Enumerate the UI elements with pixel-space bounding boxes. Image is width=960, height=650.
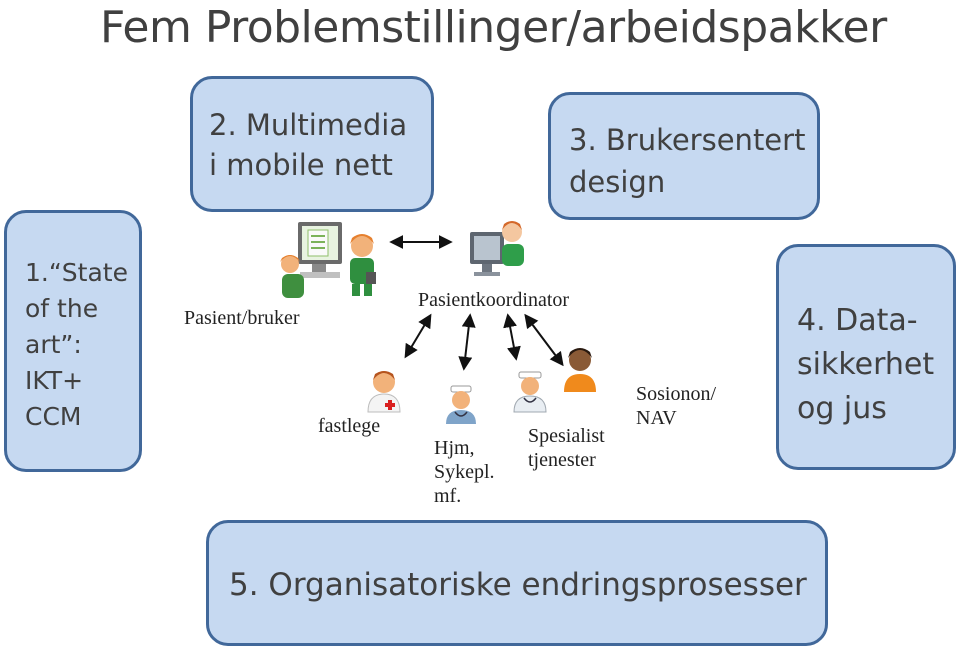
arrow-coordinator-hjm: [458, 313, 476, 371]
box-multimedia: 2. Multimedia i mobile nett: [190, 76, 434, 212]
box-brukersentert-label: 3. Brukersentert design: [569, 123, 806, 199]
box-brukersentert-design: 3. Brukersentert design: [548, 92, 820, 220]
box-organisatoriske-label: 5. Organisatoriske endringsprosesser: [229, 567, 807, 603]
label-pasientkoordinator: Pasientkoordinator: [418, 289, 570, 311]
box-organisatoriske: 5. Organisatoriske endringsprosesser: [206, 520, 828, 646]
coordinator-at-computer-icon: [470, 221, 524, 276]
patient-at-computer-icon: [280, 222, 376, 298]
box-datasikkerhet: 4. Data- sikkerhet og jus: [776, 244, 956, 470]
arrow-coordinator-sosionon: [524, 313, 564, 367]
page-title: Fem Problemstillinger/arbeidspakker: [100, 2, 887, 53]
arrow-coordinator-spesialist: [503, 313, 521, 361]
social-worker-icon: [564, 348, 596, 392]
box-state-of-the-art-label: 1.“State of the art”: IKT+ CCM: [25, 258, 128, 431]
label-hjm-sykepl: Hjm, Sykepl. mf.: [434, 437, 495, 507]
label-fastlege: fastlege: [318, 415, 381, 437]
box-datasikkerhet-label: 4. Data- sikkerhet og jus: [797, 303, 935, 426]
arrow-coordinator-fastlege: [404, 313, 432, 359]
box-state-of-the-art: 1.“State of the art”: IKT+ CCM: [4, 210, 142, 472]
nurse-icon: [446, 385, 476, 424]
label-spesialist-tjenester: Spesialist tjenester: [528, 425, 605, 471]
doctor-icon: [367, 371, 401, 413]
label-sosionon-nav: Sosionon/ NAV: [636, 383, 717, 429]
specialist-icon: [513, 371, 547, 413]
box-multimedia-label: 2. Multimedia i mobile nett: [209, 108, 408, 182]
label-pasient-bruker: Pasient/bruker: [184, 307, 300, 329]
